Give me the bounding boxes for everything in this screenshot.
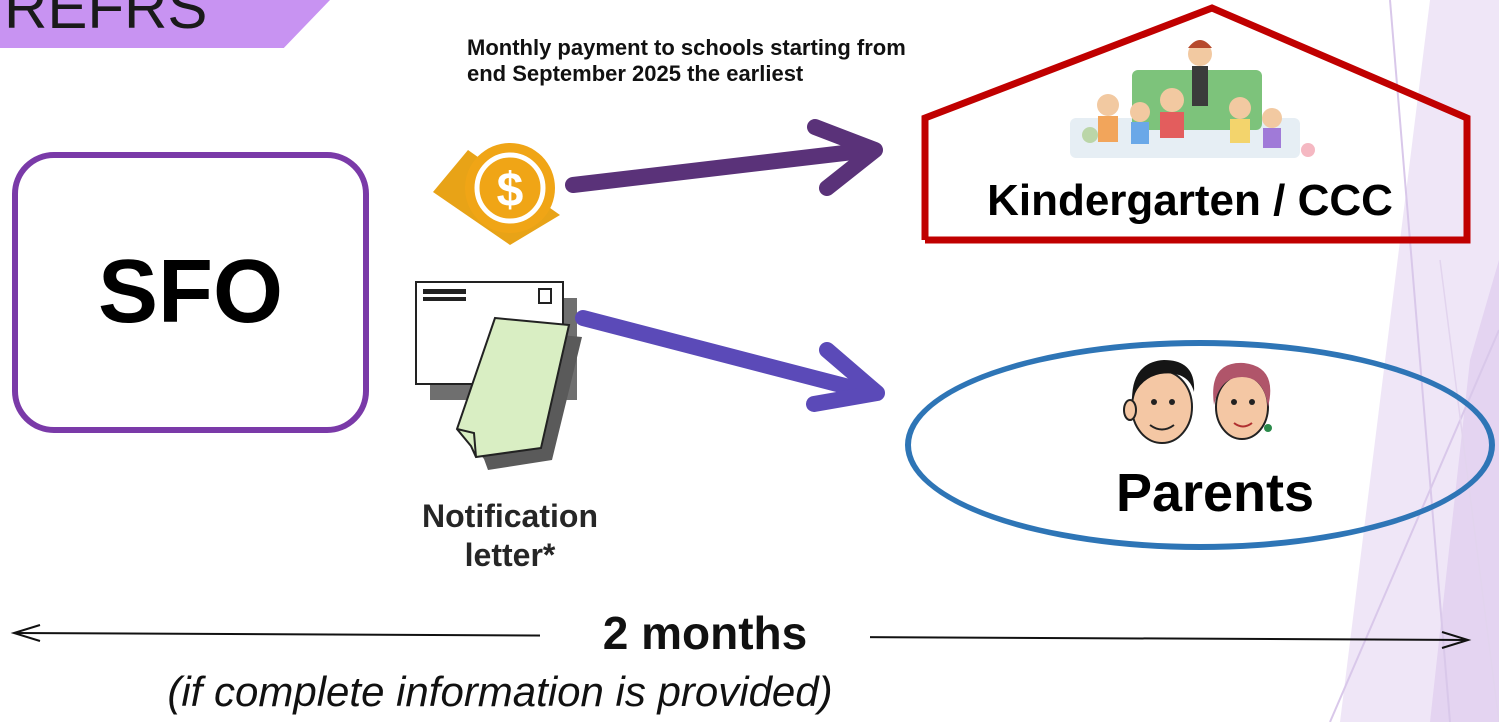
parents-label: Parents [1115,463,1315,523]
parents-oval [905,340,1495,550]
sfo-box: SFO [12,152,369,433]
section-tag-text: REFRS [4,0,208,41]
section-tag: REFRS [0,0,330,48]
svg-text:$: $ [497,164,524,217]
payment-note: Monthly payment to schools starting from… [467,35,906,87]
sfo-label: SFO [97,242,283,342]
letter-caption: Notification letter* [422,498,598,574]
duration-label: 2 months [540,606,870,660]
condition-note: (if complete information is provided) [167,668,833,715]
school-label: Kindergarten / CCC [987,176,1393,225]
